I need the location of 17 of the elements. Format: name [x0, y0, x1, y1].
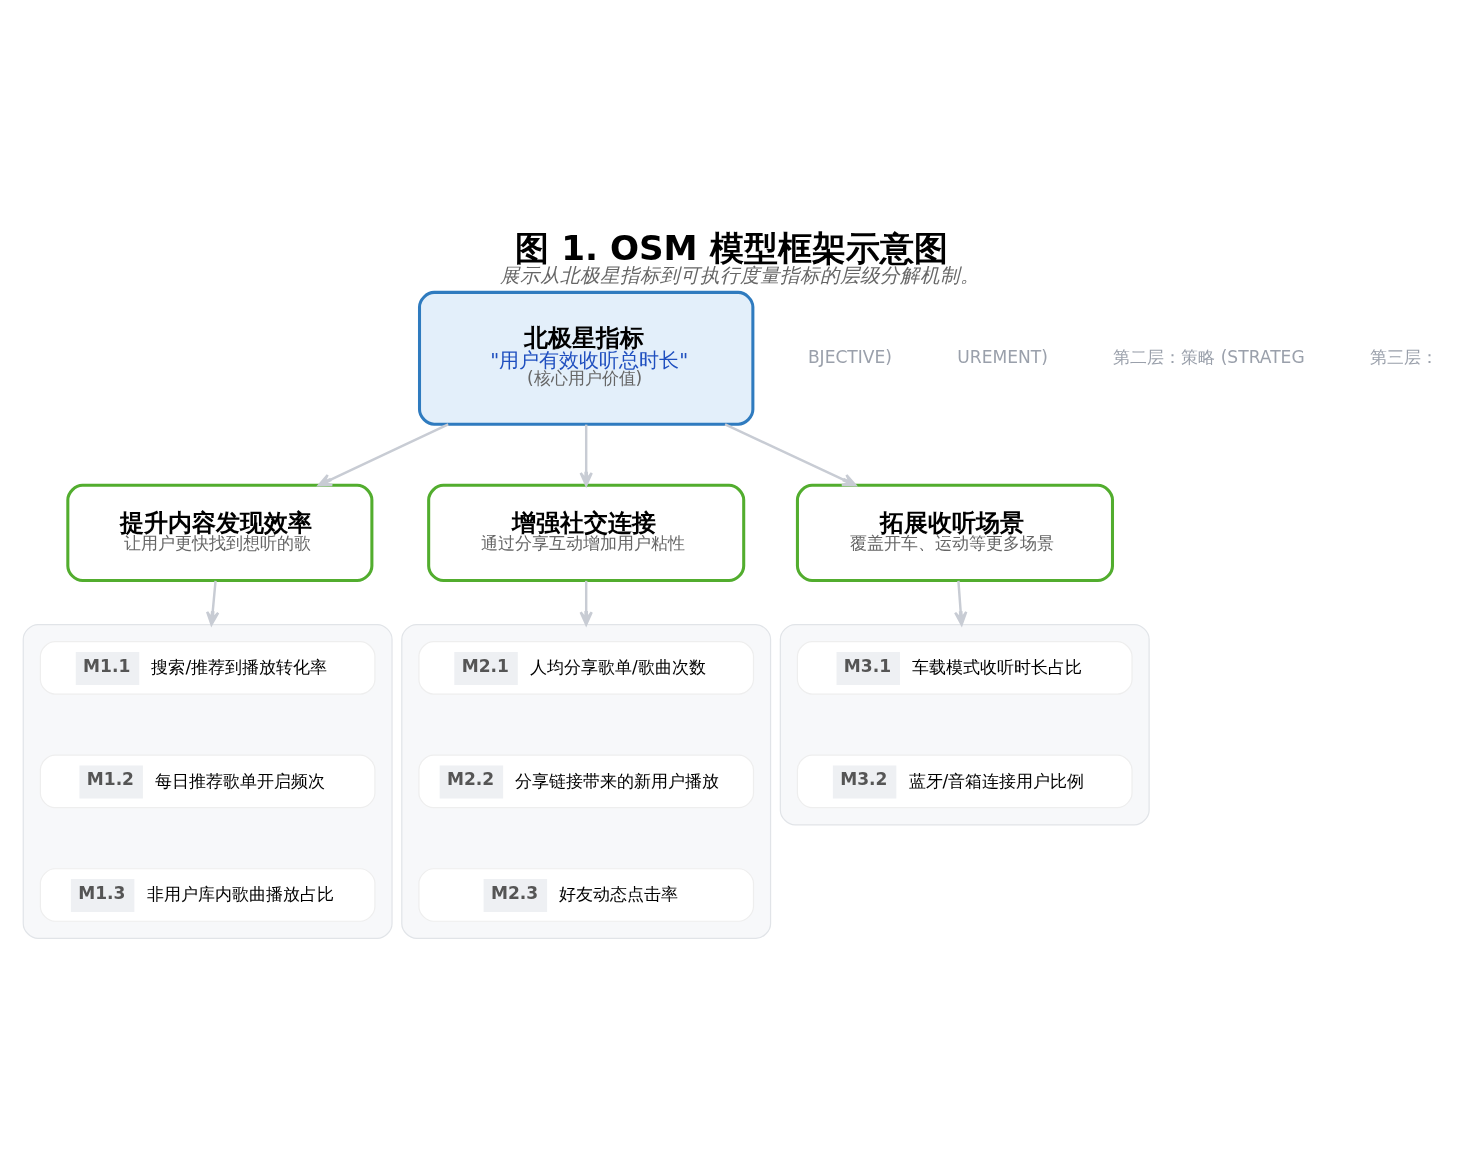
node-box: 增强社交连接 通过分享互动增加用户粘性: [427, 483, 746, 582]
label: BJECTIVE): [807, 346, 892, 367]
label: 第三层：: [1370, 346, 1439, 367]
arrow: [579, 424, 593, 487]
arrow: [205, 580, 220, 626]
cluster: [22, 623, 393, 939]
node-box: 提升内容发现效率 让用户更快找到想听的歌: [66, 483, 374, 582]
label: UREMENT): [957, 346, 1048, 367]
label: 第二层：策略 (STRATEG: [1113, 346, 1305, 367]
node-box: 拓展收听场景 覆盖开车、运动等更多场景: [795, 483, 1114, 582]
arrow: [724, 422, 857, 486]
arrow: [954, 580, 968, 626]
cluster: [401, 623, 772, 939]
node-box: 北极星指标 "用户有效收听总时长" (核心用户价值): [418, 290, 755, 426]
arrow: [579, 580, 593, 626]
arrow: [317, 422, 449, 486]
cluster: [779, 623, 1150, 825]
